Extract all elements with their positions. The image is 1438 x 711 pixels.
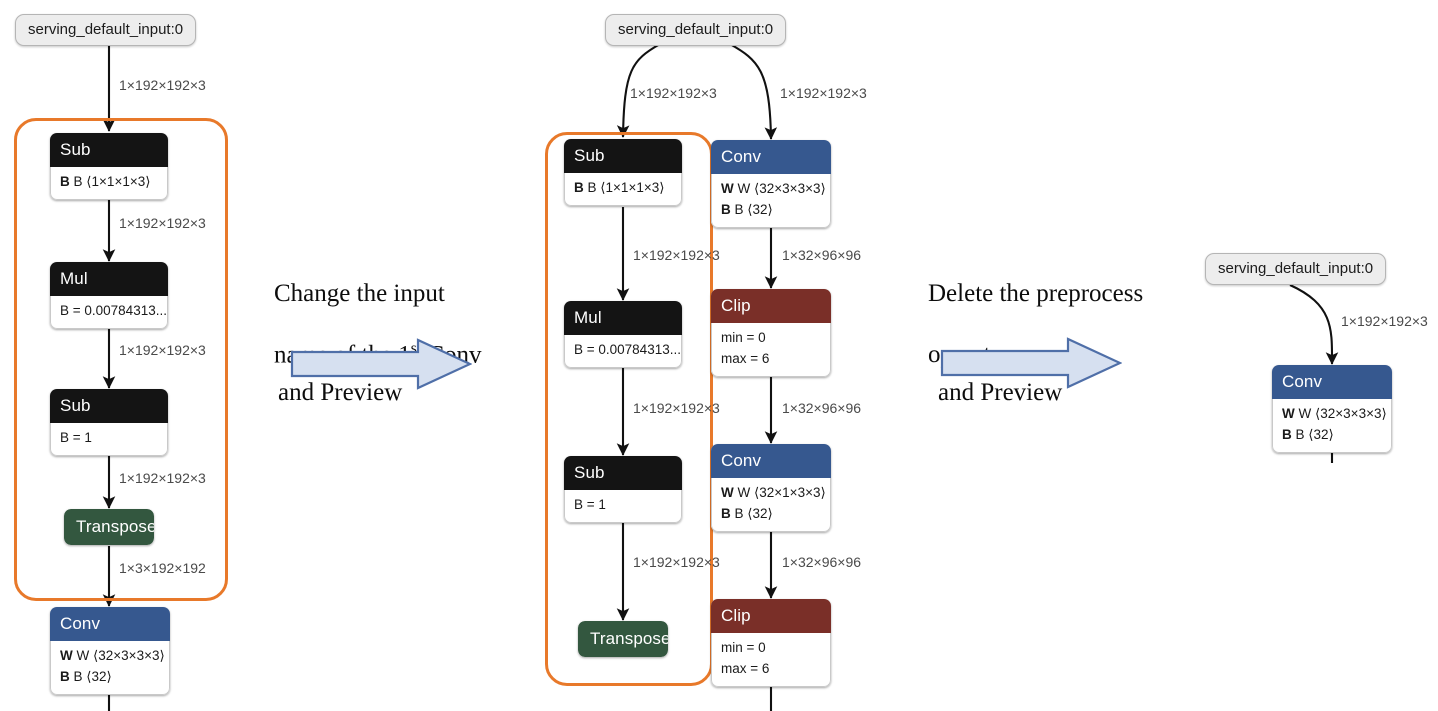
node-header: Sub	[564, 456, 682, 490]
node-header: Sub	[564, 139, 682, 173]
edge-label: 1×192×192×3	[119, 215, 206, 231]
node-attr-row: B = 0.00784313...	[574, 342, 681, 357]
node-body: B B ⟨1×1×1×3⟩	[564, 173, 682, 206]
input-pill-stage2[interactable]: serving_default_input:0	[605, 14, 787, 46]
annotation-2-footer: and Preview	[938, 379, 1063, 406]
node-attr-value: B ⟨32⟩	[734, 505, 773, 521]
node-body: min = 0 max = 6	[711, 633, 831, 687]
node-attr-value: B ⟨32⟩	[1295, 426, 1334, 442]
node-attr-row: B B ⟨32⟩	[721, 201, 773, 217]
node-attr-row: B B ⟨32⟩	[1282, 426, 1334, 442]
annotation-line-2-sup: st	[410, 339, 422, 357]
block-arrow-2	[940, 337, 1122, 389]
node-header: Transpose	[578, 621, 668, 657]
edge-label: 1×192×192×3	[633, 554, 720, 570]
node-header: Mul	[50, 262, 168, 296]
node-body: min = 0 max = 6	[711, 323, 831, 377]
node-attr-row: B B ⟨1×1×1×3⟩	[60, 174, 151, 189]
node-transpose[interactable]: Transpose	[578, 621, 668, 657]
node-header: Transpose	[64, 509, 154, 545]
node-mul[interactable]: Mul B = 0.00784313...	[50, 262, 168, 329]
node-attr-row: B = 0.00784313...	[60, 303, 167, 318]
node-body: B = 1	[50, 423, 168, 456]
node-attr-row: B B ⟨1×1×1×3⟩	[574, 180, 665, 195]
node-attr-row: B = 1	[574, 497, 606, 512]
edge-label: 1×192×192×3	[1341, 313, 1428, 329]
node-attr-row: W W ⟨32×3×3×3⟩	[721, 181, 826, 196]
node-body: B = 0.00784313...	[564, 335, 682, 368]
node-attr-row: W W ⟨32×3×3×3⟩	[1282, 406, 1387, 421]
highlight-box-stage2	[545, 132, 713, 686]
node-body: W W ⟨32×3×3×3⟩ B B ⟨32⟩	[1272, 399, 1392, 453]
node-body: W W ⟨32×3×3×3⟩ B B ⟨32⟩	[50, 641, 170, 695]
node-header: Conv	[1272, 365, 1392, 399]
input-pill-stage3[interactable]: serving_default_input:0	[1205, 253, 1387, 285]
node-attr-value: B ⟨1×1×1×3⟩	[73, 174, 151, 189]
node-header: Conv	[711, 444, 831, 478]
node-attr-row: W W ⟨32×1×3×3⟩	[721, 485, 826, 500]
node-attr-value: W ⟨32×3×3×3⟩	[76, 648, 165, 663]
node-header: Mul	[564, 301, 682, 335]
node-attr-row: max = 6	[721, 350, 770, 366]
node-attr-row: W W ⟨32×3×3×3⟩	[60, 648, 165, 663]
node-clip[interactable]: Clip min = 0 max = 6	[711, 289, 831, 377]
node-header: Clip	[711, 289, 831, 323]
edge-label: 1×32×96×96	[782, 247, 862, 263]
node-body: B = 1	[564, 490, 682, 523]
edge-label-branch-left: 1×192×192×3	[630, 85, 717, 101]
node-body: W W ⟨32×3×3×3⟩ B B ⟨32⟩	[711, 174, 831, 228]
edge-label: 1×192×192×3	[633, 400, 720, 416]
node-conv[interactable]: Conv W W ⟨32×3×3×3⟩ B B ⟨32⟩	[711, 140, 831, 228]
node-header: Sub	[50, 133, 168, 167]
node-attr-value: B ⟨32⟩	[73, 668, 112, 684]
node-attr-value: B ⟨1×1×1×3⟩	[587, 180, 665, 195]
node-sub[interactable]: Sub B B ⟨1×1×1×3⟩	[50, 133, 168, 200]
node-body: B B ⟨1×1×1×3⟩	[50, 167, 168, 200]
node-clip-2[interactable]: Clip min = 0 max = 6	[711, 599, 831, 687]
node-sub-2[interactable]: Sub B = 1	[50, 389, 168, 456]
node-sub-2[interactable]: Sub B = 1	[564, 456, 682, 523]
edge-label: 1×192×192×3	[119, 470, 206, 486]
node-header: Sub	[50, 389, 168, 423]
node-sub[interactable]: Sub B B ⟨1×1×1×3⟩	[564, 139, 682, 206]
node-body: W W ⟨32×1×3×3⟩ B B ⟨32⟩	[711, 478, 831, 532]
node-attr-row: min = 0	[721, 330, 766, 345]
edge-label: 1×192×192×3	[119, 342, 206, 358]
edge-label: 1×32×96×96	[782, 554, 862, 570]
node-attr-row: B = 1	[60, 430, 92, 445]
node-transpose[interactable]: Transpose	[64, 509, 154, 545]
node-attr-row: max = 6	[721, 660, 770, 676]
edge-label-branch-right: 1×192×192×3	[780, 85, 867, 101]
node-attr-row: B B ⟨32⟩	[60, 668, 112, 684]
edge-label: 1×192×192×3	[119, 77, 206, 93]
highlight-box-stage1	[14, 118, 228, 601]
node-mul[interactable]: Mul B = 0.00784313...	[564, 301, 682, 368]
annotation-line-1: Change the input	[274, 279, 445, 307]
block-arrow-1	[290, 338, 472, 390]
node-body: B = 0.00784313...	[50, 296, 168, 329]
edge-label: 1×32×96×96	[782, 400, 862, 416]
node-attr-value: W ⟨32×3×3×3⟩	[737, 181, 826, 196]
node-header: Conv	[50, 607, 170, 641]
edge-label: 1×3×192×192	[119, 560, 206, 576]
node-header: Clip	[711, 599, 831, 633]
node-conv[interactable]: Conv W W ⟨32×3×3×3⟩ B B ⟨32⟩	[1272, 365, 1392, 453]
input-pill-stage1[interactable]: serving_default_input:0	[15, 14, 197, 46]
node-attr-value: B ⟨32⟩	[734, 201, 773, 217]
node-attr-value: W ⟨32×1×3×3⟩	[737, 485, 826, 500]
node-attr-row: B B ⟨32⟩	[721, 505, 773, 521]
node-conv-2[interactable]: Conv W W ⟨32×1×3×3⟩ B B ⟨32⟩	[711, 444, 831, 532]
annotation-line-1: Delete the preprocess	[928, 279, 1144, 307]
node-header: Conv	[711, 140, 831, 174]
edge-label: 1×192×192×3	[633, 247, 720, 263]
node-attr-value: W ⟨32×3×3×3⟩	[1298, 406, 1387, 421]
node-attr-row: min = 0	[721, 640, 766, 655]
node-conv[interactable]: Conv W W ⟨32×3×3×3⟩ B B ⟨32⟩	[50, 607, 170, 695]
annotation-1-footer: and Preview	[278, 379, 403, 406]
